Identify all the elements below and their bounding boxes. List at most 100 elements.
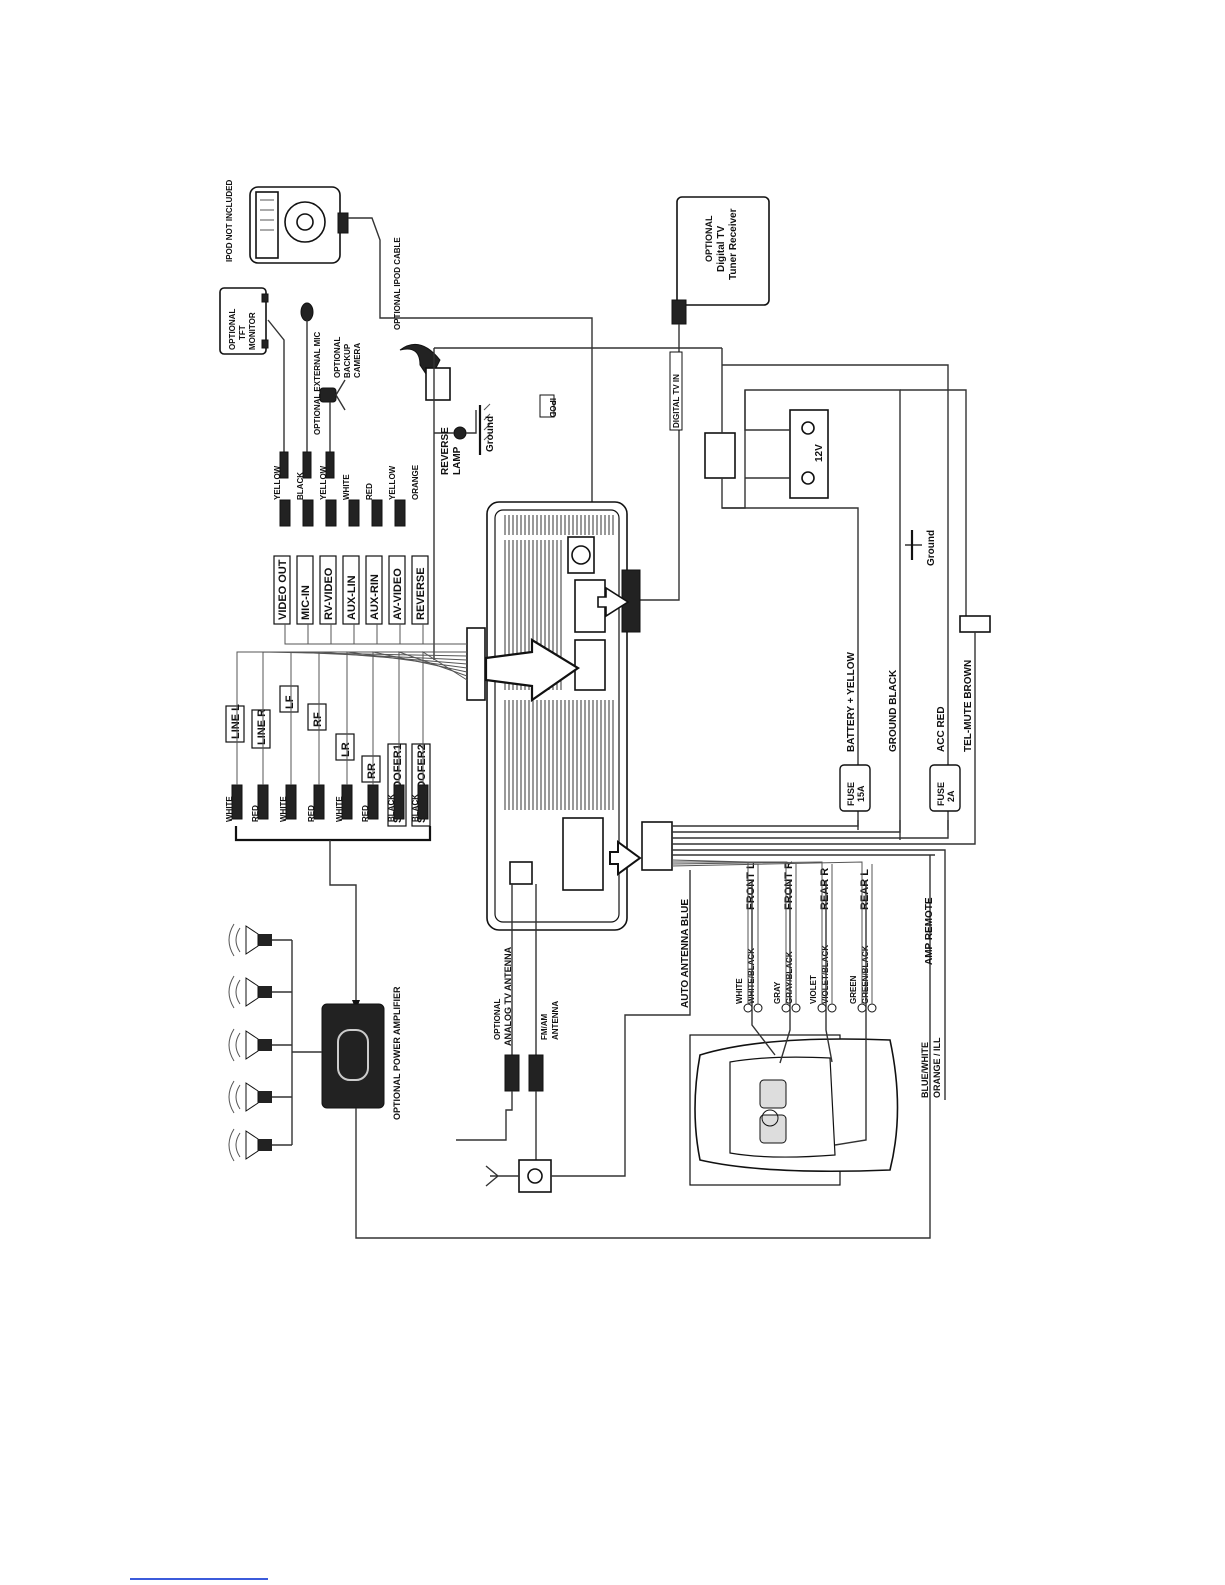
battery-label: 12V <box>814 444 825 462</box>
fm-label-2: ANTENNA <box>551 1001 560 1040</box>
speaker-positive-color: WHITE <box>735 978 744 1004</box>
ground-symbol-top <box>478 403 491 455</box>
av-input-label: REVERSE <box>415 567 427 620</box>
tft-monitor <box>219 287 269 355</box>
amp-label: OPTIONAL POWER AMPLIFIER <box>392 986 402 1120</box>
minus-terminal-icon <box>827 1003 837 1013</box>
av-input-color: RED <box>365 483 374 500</box>
rca-plug <box>231 784 243 820</box>
av-input-label-box <box>411 555 429 625</box>
blue-white-wire <box>672 849 946 1100</box>
dtv-label-3: Tuner Receiver <box>728 208 739 280</box>
av-input-label: VIDEO OUT <box>277 559 289 620</box>
analog-tv-label-1: OPTIONAL <box>493 999 502 1040</box>
car-speaker-wires <box>751 880 867 1146</box>
auto-antenna-wire <box>551 870 691 1177</box>
line-output-color: WHITE <box>279 796 288 822</box>
tft-label-2: TFT <box>238 325 247 340</box>
camera-icon <box>319 379 346 479</box>
plus-terminal-icon <box>743 1003 753 1013</box>
tft-label-3: MONITOR <box>248 312 257 350</box>
line-output-label: LR <box>340 742 352 757</box>
av-input-color: YELLOW <box>319 465 328 500</box>
rca-plug <box>393 784 405 820</box>
speaker-output-label: REAR L <box>859 869 871 910</box>
line-output-label-box <box>307 703 327 731</box>
reverse-lamp-icon <box>399 343 722 660</box>
speaker-icon <box>228 1128 272 1162</box>
fuse-label: FUSE <box>936 782 946 806</box>
tft-label-1: OPTIONAL <box>228 309 237 350</box>
auto-antenna-label: AUTO ANTENNA BLUE <box>680 899 691 1008</box>
line-output-label: LF <box>284 695 296 709</box>
rca-bracket <box>234 826 432 842</box>
speaker-icon <box>228 1028 272 1062</box>
bracket-to-amp <box>329 840 357 1004</box>
minus-terminal-icon <box>867 1003 877 1013</box>
car-top-view <box>689 1034 899 1186</box>
power-amplifier <box>321 1003 385 1109</box>
fm-am-plug <box>528 1054 544 1092</box>
plus-terminal-icon <box>781 1003 791 1013</box>
line-output-color: RED <box>251 805 260 822</box>
line-output-wire <box>318 651 468 785</box>
line-output-label-box <box>335 733 355 761</box>
fuse-rating: 2A <box>946 790 956 802</box>
battery-plus-wire <box>722 507 859 830</box>
camera-label-3: CAMERA <box>353 343 362 378</box>
av-input-label-box <box>365 555 383 625</box>
av-inputs-group: VIDEO OUTYELLOWMIC-INBLACKRV-VIDEOYELLOW… <box>273 464 467 645</box>
speaker-output-label: FRONT L <box>745 862 757 910</box>
power-wire-label: TEL-MUTE BROWN <box>963 660 974 752</box>
power-wire-label: BATTERY + YELLOW <box>846 652 857 752</box>
arrow-iso-in <box>609 840 642 876</box>
rca-plug <box>341 784 353 820</box>
reverse-lamp-label-2: LAMP <box>452 446 463 475</box>
av-input-label: AUX-RIN <box>369 574 381 620</box>
ground-label-top: Ground <box>485 416 496 452</box>
analog-tv-plug <box>504 1054 520 1092</box>
av-input-label: RV-VIDEO <box>323 567 335 620</box>
speaker-positive-color: VIOLET <box>809 975 818 1004</box>
av-input-color: YELLOW <box>388 465 397 500</box>
line-output-wire <box>398 651 468 785</box>
av-input-label: AV-VIDEO <box>392 568 404 620</box>
battery-wiring <box>721 348 901 840</box>
fuse-icon <box>839 764 871 812</box>
heatsink-fins <box>504 515 614 810</box>
line-output-wire <box>346 651 468 785</box>
rca-plug <box>257 784 269 820</box>
speaker-output-label: FRONT R <box>783 861 795 910</box>
dtv-label-2: Digital TV <box>716 226 727 272</box>
minus-terminal-icon <box>753 1003 763 1013</box>
ground-symbol-bottom <box>905 530 922 560</box>
dtv-label-1: OPTIONAL <box>704 215 714 262</box>
line-output-label-box <box>361 755 381 783</box>
rca-plug <box>325 499 337 527</box>
line-output-color: WHITE <box>335 796 344 822</box>
line-output-label: LINE L <box>230 704 242 739</box>
amp-speakers-group <box>228 923 272 1162</box>
av-input-label-box <box>319 555 337 625</box>
battery-links <box>744 390 790 479</box>
line-output-wire <box>422 651 468 785</box>
acc-wire <box>722 364 949 830</box>
line-output-color: RED <box>361 805 370 822</box>
av-input-color: YELLOW <box>273 465 282 500</box>
av-harness-plug <box>466 627 486 701</box>
fm-label-1: FM/AM <box>540 1013 549 1040</box>
orange-ill-label: ORANGE / ILL <box>932 1037 942 1098</box>
av-input-label-box <box>342 555 360 625</box>
rca-plug <box>348 499 360 527</box>
ignition-switch <box>704 432 736 479</box>
rca-plug <box>313 784 325 820</box>
line-output-color: WHITE <box>225 796 234 822</box>
av-wire <box>422 624 467 645</box>
dtv-in-label: DIGITAL TV IN <box>672 374 681 428</box>
av-input-color: WHITE <box>342 474 351 500</box>
rca-plug <box>371 499 383 527</box>
speaker-output-label: REAR R <box>819 868 831 910</box>
